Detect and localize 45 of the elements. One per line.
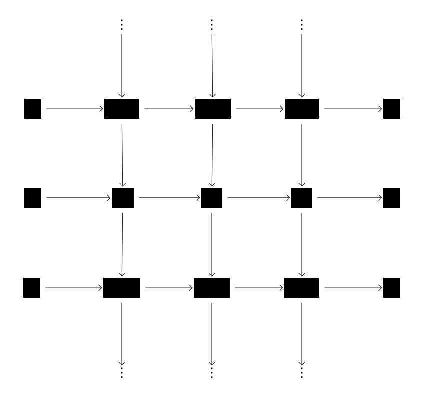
block	[202, 188, 222, 208]
block	[384, 99, 400, 119]
block	[24, 188, 42, 208]
arrow	[227, 194, 290, 202]
arrow	[298, 34, 306, 98]
arrow	[236, 106, 284, 112]
arrow	[208, 124, 216, 187]
block	[104, 99, 140, 119]
vertical-ellipsis: ⋮	[301, 20, 303, 30]
arrow	[118, 34, 126, 98]
arrow	[298, 302, 306, 366]
arrow	[45, 284, 102, 292]
arrow	[120, 124, 126, 187]
arrow	[138, 194, 200, 202]
arrow	[324, 284, 382, 292]
block	[284, 278, 320, 298]
arrow	[208, 212, 216, 277]
block	[384, 278, 400, 298]
vertical-ellipsis: ⋮	[211, 368, 213, 378]
vertical-ellipsis: ⋮	[211, 20, 213, 30]
arrow	[298, 212, 306, 277]
arrow	[324, 106, 382, 112]
block	[194, 278, 230, 298]
block	[112, 188, 134, 208]
block	[285, 99, 319, 119]
arrow	[298, 124, 306, 187]
block	[292, 188, 312, 208]
arrow	[118, 212, 126, 277]
arrow	[46, 106, 104, 112]
vertical-ellipsis: ⋮	[121, 368, 123, 378]
arrow	[317, 194, 382, 202]
block	[24, 278, 40, 298]
arrow	[118, 302, 126, 366]
vertical-ellipsis: ⋮	[121, 20, 123, 30]
vertical-ellipsis: ⋮	[301, 368, 303, 378]
block	[24, 99, 42, 119]
block	[195, 99, 231, 119]
arrow	[210, 34, 216, 98]
arrow	[144, 106, 194, 112]
arrow	[234, 284, 284, 292]
block	[384, 188, 400, 208]
arrow	[46, 194, 111, 202]
arrow	[145, 284, 193, 292]
block	[104, 278, 140, 298]
arrow	[208, 302, 216, 366]
